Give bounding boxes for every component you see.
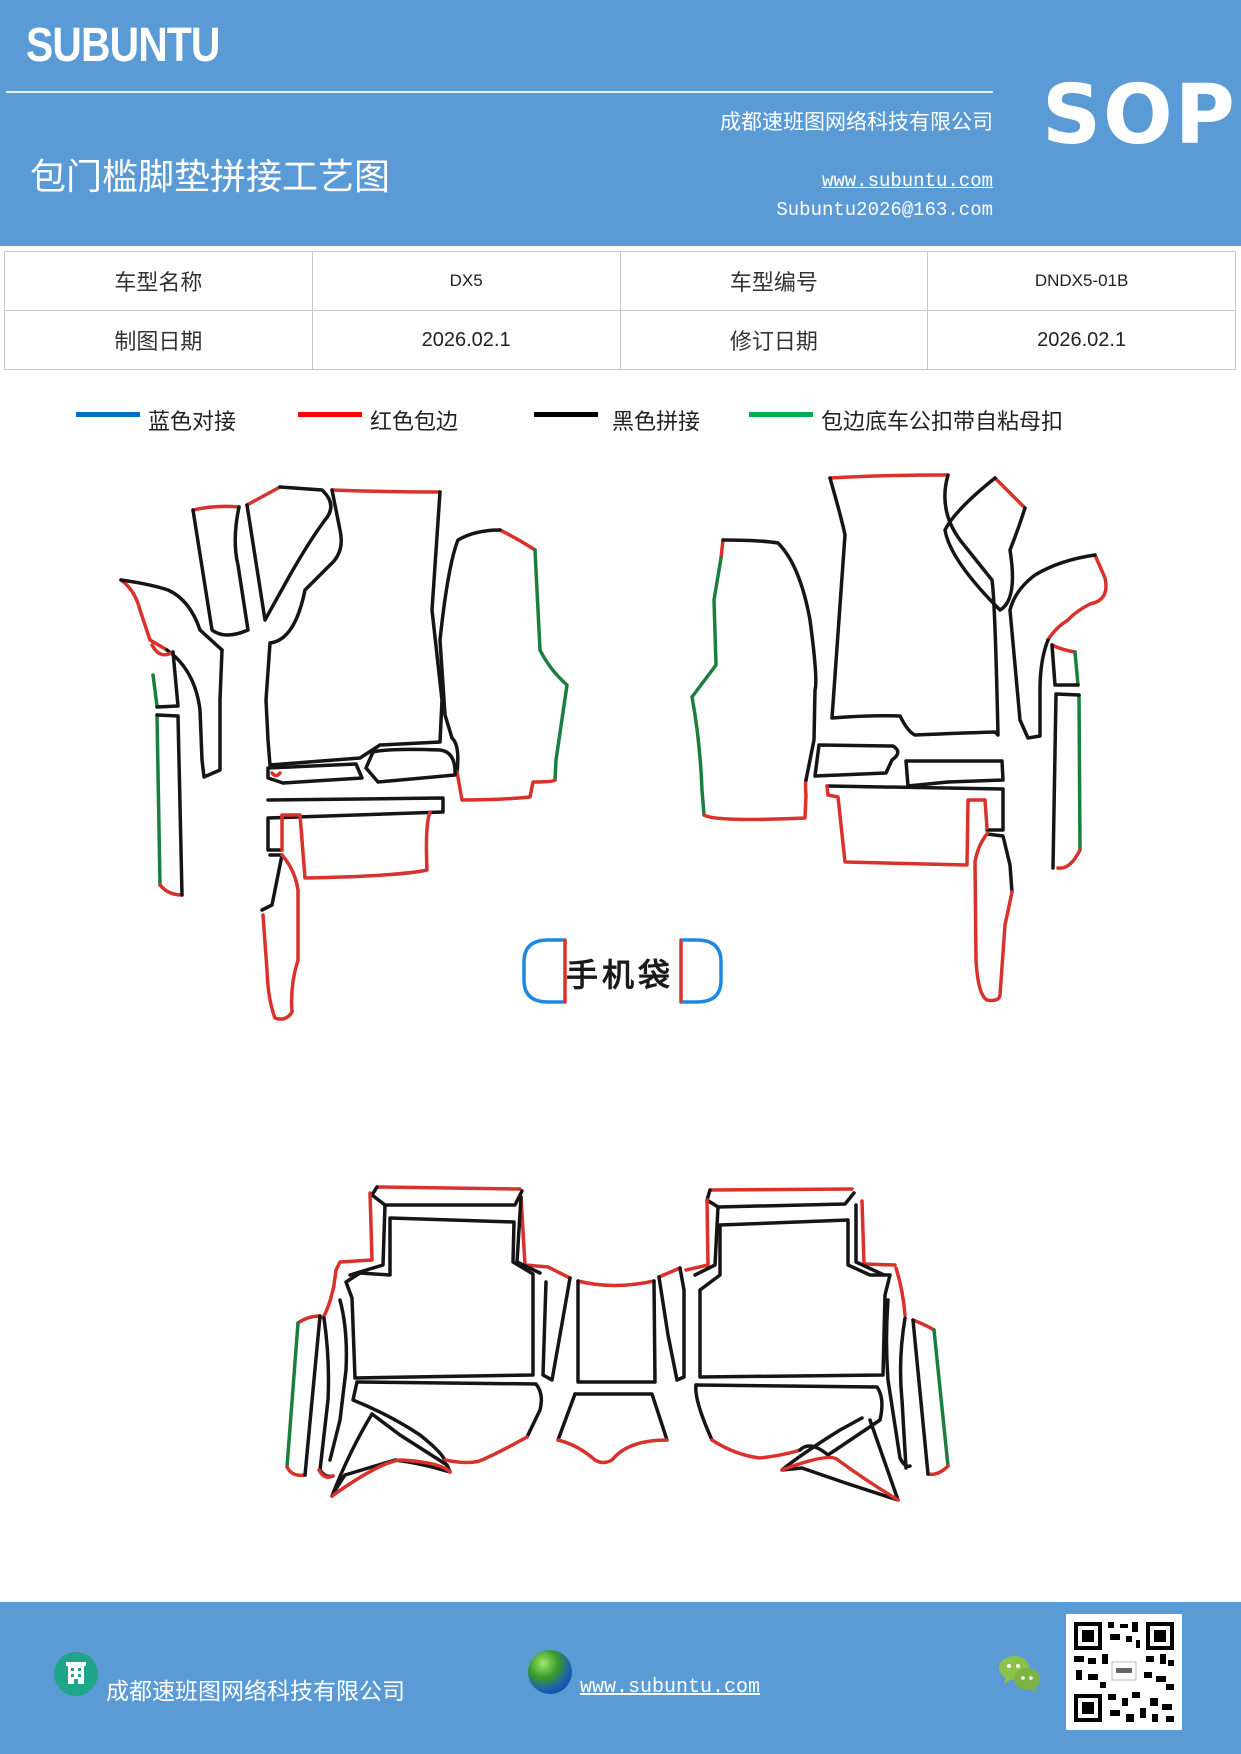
company-name: 成都速班图网络科技有限公司 [720, 110, 993, 134]
legend-item-blue: 蓝色对接 [76, 404, 236, 436]
qr-code [1066, 1614, 1182, 1730]
color-legend: 蓝色对接 红色包边 黑色拼接 包边底车公扣带自粘母扣 [0, 404, 1241, 444]
black-swatch-icon [534, 411, 598, 417]
globe-icon [528, 1650, 572, 1694]
green-swatch-icon [749, 411, 813, 417]
footer-company-name: 成都速班图网络科技有限公司 [106, 1679, 405, 1705]
phone-pocket-label: 手机袋 [566, 956, 675, 994]
right-front-mat-set [690, 473, 1108, 1003]
header-divider [6, 91, 993, 93]
vehicle-info-table: 车型名称 DX5 车型编号 DNDX5-01B 制图日期 2026.02.1 修… [4, 251, 1236, 370]
drawing-date-value: 2026.02.1 [311, 310, 621, 370]
drawing-date-label: 制图日期 [4, 310, 313, 370]
table-row: 车型名称 DX5 车型编号 DNDX5-01B [4, 251, 1236, 311]
footer-website-link[interactable]: www.subuntu.com [580, 1676, 761, 1699]
legend-item-green: 包边底车公扣带自粘母扣 [749, 404, 1063, 436]
brand-logo: SUBUNTU [26, 19, 220, 72]
legend-item-red: 红色包边 [298, 404, 458, 436]
sop-badge: SOP [1042, 68, 1237, 163]
footer-banner: 成都速班图网络科技有限公司 www.subuntu.com [0, 1602, 1241, 1754]
blue-swatch-icon [76, 411, 140, 417]
model-code-value: DNDX5-01B [927, 251, 1236, 311]
rear-mat-set [285, 1185, 950, 1502]
page-title: 包门槛脚垫拼接工艺图 [30, 157, 391, 198]
table-row: 制图日期 2026.02.1 修订日期 2026.02.1 [4, 310, 1236, 370]
revision-date-label: 修订日期 [619, 310, 929, 370]
red-swatch-icon [298, 411, 362, 417]
left-front-mat-set [119, 485, 569, 1021]
model-name-value: DX5 [311, 251, 621, 311]
legend-label: 红色包边 [370, 410, 459, 435]
legend-label: 蓝色对接 [148, 410, 237, 435]
legend-label: 黑色拼接 [612, 410, 701, 435]
building-icon [54, 1652, 98, 1696]
wechat-icon [996, 1652, 1044, 1696]
revision-date-value: 2026.02.1 [927, 310, 1236, 370]
legend-label: 包边底车公扣带自粘母扣 [821, 410, 1064, 435]
model-name-label: 车型名称 [4, 251, 313, 311]
email-address: Subuntu2026@163.com [776, 199, 993, 221]
header-banner: SUBUNTU 包门槛脚垫拼接工艺图 成都速班图网络科技有限公司 www.sub… [0, 0, 1241, 246]
model-code-label: 车型编号 [619, 251, 929, 311]
legend-item-black: 黑色拼接 [534, 404, 700, 436]
website-link[interactable]: www.subuntu.com [821, 170, 993, 192]
